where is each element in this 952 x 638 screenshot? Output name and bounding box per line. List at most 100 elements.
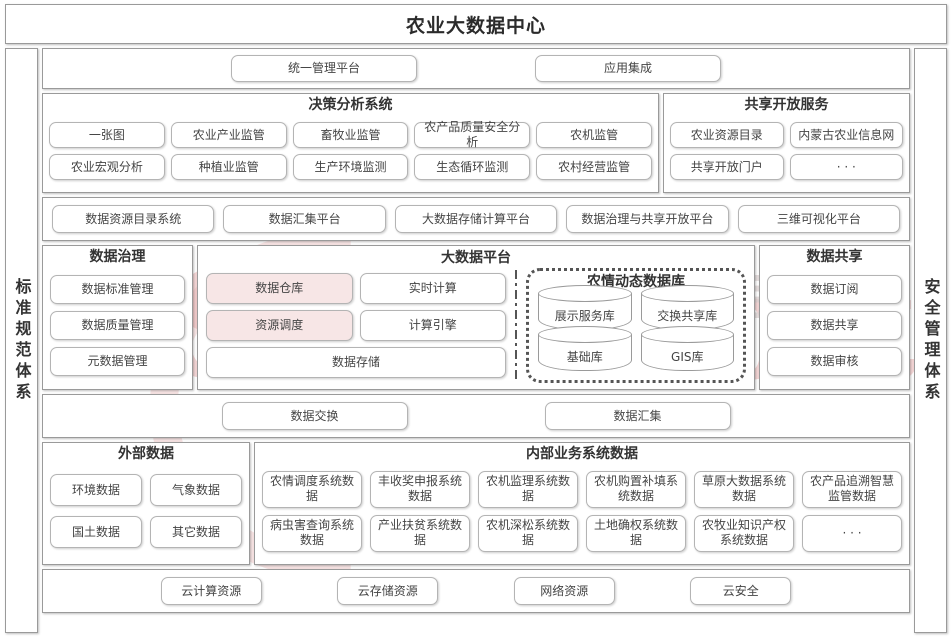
decision-item-rural-operation-supervision[interactable]: 农村经营监管 bbox=[536, 154, 652, 180]
shared-item-more-ellipsis[interactable]: · · · bbox=[789, 154, 903, 180]
bigdata-item-data-storage[interactable]: 数据存储 bbox=[206, 347, 506, 378]
data-exchange-button[interactable]: 数据交换 bbox=[221, 402, 408, 430]
platform-capability-row: 数据资源目录系统 数据汇集平台 大数据存储计算平台 数据治理与共享开放平台 三维… bbox=[42, 197, 910, 241]
data-governance-items: 数据标准管理 数据质量管理 元数据管理 bbox=[50, 267, 185, 383]
page-title: 农业大数据中心 bbox=[405, 14, 546, 37]
decision-item-product-quality-safety-analysis[interactable]: 农产品质量安全分析 bbox=[414, 120, 531, 149]
internal-business-data-items: 农情调度系统数据 丰收奖申报系统数据 农机监理系统数据 农机购置补填系统数据 草… bbox=[262, 464, 902, 558]
application-layer: 决策分析系统 一张图 农业产业监管 畜牧业监管 农产品质量安全分析 农机监管 农… bbox=[42, 93, 910, 193]
big-data-platform-content: 数据仓库 实时计算 资源调度 计算引擎 数据存储 农情动态数据库 bbox=[206, 268, 746, 383]
big-data-platform-title: 大数据平台 bbox=[441, 250, 511, 266]
internal-item-machinery-supervision-system-data[interactable]: 农机监理系统数据 bbox=[478, 470, 578, 508]
bigdata-item-resource-scheduling[interactable]: 资源调度 bbox=[206, 310, 353, 341]
internal-data-row-1: 农情调度系统数据 丰收奖申报系统数据 农机监理系统数据 农机购置补填系统数据 草… bbox=[262, 470, 902, 508]
decision-item-macro-analysis[interactable]: 农业宏观分析 bbox=[49, 154, 165, 180]
data-sharing-items: 数据订阅 数据共享 数据审核 bbox=[767, 267, 902, 383]
internal-item-harvest-award-declaration-system-data[interactable]: 丰收奖申报系统数据 bbox=[370, 470, 470, 508]
internal-item-machinery-deep-loosening-system-data[interactable]: 农机深松系统数据 bbox=[478, 514, 578, 552]
platform-item-data-collection-platform[interactable]: 数据汇集平台 bbox=[223, 205, 386, 233]
big-data-component-stack: 数据仓库 实时计算 资源调度 计算引擎 数据存储 bbox=[206, 268, 506, 383]
database-cylinder-exchange-sharing[interactable]: 交换共享库 bbox=[640, 285, 734, 330]
data-governance-panel: 数据治理 数据标准管理 数据质量管理 元数据管理 bbox=[42, 245, 193, 390]
decision-analysis-system-panel: 决策分析系统 一张图 农业产业监管 畜牧业监管 农产品质量安全分析 农机监管 农… bbox=[42, 93, 659, 193]
unified-management-platform-button[interactable]: 统一管理平台 bbox=[231, 55, 417, 82]
internal-item-machinery-purchase-subsidy-system-data[interactable]: 农机购置补填系统数据 bbox=[586, 470, 686, 508]
database-cylinder-gis-label: GIS库 bbox=[671, 350, 704, 364]
internal-data-row-2: 病虫害查询系统数据 产业扶贫系统数据 农机深松系统数据 土地确权系统数据 农牧业… bbox=[262, 514, 902, 552]
agri-dynamic-database-panel: 农情动态数据库 展示服务库 交换共享库 基础库 GIS库 bbox=[526, 268, 746, 383]
decision-analysis-system-title: 决策分析系统 bbox=[308, 97, 393, 113]
shared-services-row-2: 共享开放门户 · · · bbox=[670, 154, 903, 180]
database-cylinder-exchange-sharing-label: 交换共享库 bbox=[657, 309, 718, 323]
governance-item-data-standard-management[interactable]: 数据标准管理 bbox=[50, 274, 185, 304]
infra-item-cloud-storage-resource[interactable]: 云存储资源 bbox=[337, 577, 439, 605]
external-data-title: 外部数据 bbox=[118, 446, 174, 462]
external-item-land-data[interactable]: 国土数据 bbox=[50, 516, 142, 548]
internal-item-agri-animal-husbandry-ip-system-data[interactable]: 农牧业知识产权系统数据 bbox=[694, 514, 794, 552]
data-collection-button[interactable]: 数据汇集 bbox=[544, 402, 731, 430]
database-cylinder-gis[interactable]: GIS库 bbox=[640, 326, 734, 371]
decision-item-eco-cycle-monitoring[interactable]: 生态循环监测 bbox=[414, 154, 531, 180]
internal-item-land-rights-confirmation-system-data[interactable]: 土地确权系统数据 bbox=[586, 514, 686, 552]
data-governance-title: 数据治理 bbox=[89, 249, 146, 265]
platform-item-data-resource-catalog-system[interactable]: 数据资源目录系统 bbox=[52, 205, 215, 233]
decision-item-planting-supervision[interactable]: 种植业监管 bbox=[170, 154, 287, 180]
sharing-item-data-subscription[interactable]: 数据订阅 bbox=[767, 274, 902, 304]
decision-item-production-environment-monitoring[interactable]: 生产环境监测 bbox=[292, 154, 409, 180]
database-cylinder-base[interactable]: 基础库 bbox=[538, 326, 632, 371]
bigdata-item-data-warehouse[interactable]: 数据仓库 bbox=[206, 273, 353, 304]
internal-item-industry-poverty-alleviation-system-data[interactable]: 产业扶贫系统数据 bbox=[370, 514, 470, 552]
database-cylinder-display-service[interactable]: 展示服务库 bbox=[538, 285, 632, 330]
shared-item-agri-resource-catalog[interactable]: 农业资源目录 bbox=[670, 122, 784, 148]
internal-item-agri-dispatch-system-data[interactable]: 农情调度系统数据 bbox=[262, 470, 362, 508]
decision-item-one-map[interactable]: 一张图 bbox=[49, 122, 165, 148]
internal-item-product-traceability-smart-supervision-data[interactable]: 农产品追溯智慧监管数据 bbox=[802, 470, 902, 508]
shared-open-services-title: 共享开放服务 bbox=[744, 97, 829, 113]
left-sidebar-label: 标准规范体系 bbox=[12, 277, 32, 404]
data-exchange-row: 数据交换 数据汇集 bbox=[42, 394, 910, 438]
shared-services-items: 农业资源目录 内蒙古农业信息网 共享开放门户 · · · bbox=[670, 115, 903, 187]
infra-item-cloud-compute-resource[interactable]: 云计算资源 bbox=[160, 577, 262, 605]
infra-item-cloud-security[interactable]: 云安全 bbox=[690, 577, 792, 605]
platform-item-bigdata-storage-compute-platform[interactable]: 大数据存储计算平台 bbox=[394, 205, 558, 233]
shared-open-services-panel: 共享开放服务 农业资源目录 内蒙古农业信息网 共享开放门户 · · · bbox=[663, 93, 910, 193]
platform-item-data-governance-sharing-platform[interactable]: 数据治理与共享开放平台 bbox=[566, 205, 729, 233]
external-item-other-data[interactable]: 其它数据 bbox=[150, 516, 242, 548]
shared-item-open-portal[interactable]: 共享开放门户 bbox=[670, 154, 784, 180]
right-sidebar-security: 安全管理体系 bbox=[914, 48, 947, 633]
shared-item-inner-mongolia-agri-info-net[interactable]: 内蒙古农业信息网 bbox=[789, 122, 903, 148]
database-cylinder-base-label: 基础库 bbox=[566, 350, 603, 364]
bigdata-item-compute-engine[interactable]: 计算引擎 bbox=[359, 310, 506, 341]
diagram-body: 标准规范体系 统一管理平台 应用集成 决策分析系统 一张图 农业产业监管 畜牧业… bbox=[5, 48, 947, 633]
internal-item-pest-query-system-data[interactable]: 病虫害查询系统数据 bbox=[262, 514, 362, 552]
core-data-layer: 数据治理 数据标准管理 数据质量管理 元数据管理 大数据平台 数据仓库 实时计算 bbox=[42, 245, 910, 390]
external-item-meteorological-data[interactable]: 气象数据 bbox=[150, 474, 242, 506]
decision-item-agri-industry-supervision[interactable]: 农业产业监管 bbox=[170, 122, 287, 148]
internal-business-data-title: 内部业务系统数据 bbox=[526, 446, 638, 462]
infrastructure-row: 云计算资源 云存储资源 网络资源 云安全 bbox=[42, 569, 910, 613]
governance-item-data-quality-management[interactable]: 数据质量管理 bbox=[50, 310, 185, 340]
data-source-layer: 外部数据 环境数据 气象数据 国土数据 其它数据 内部业务系统数据 bbox=[42, 442, 910, 565]
big-data-platform-panel: 大数据平台 数据仓库 实时计算 资源调度 计算引擎 数据存储 bbox=[197, 245, 755, 390]
internal-item-grassland-bigdata-system-data[interactable]: 草原大数据系统数据 bbox=[694, 470, 794, 508]
external-item-environment-data[interactable]: 环境数据 bbox=[50, 474, 142, 506]
external-data-items: 环境数据 气象数据 国土数据 其它数据 bbox=[50, 464, 242, 558]
decision-item-livestock-supervision[interactable]: 畜牧业监管 bbox=[292, 122, 409, 148]
infra-item-network-resource[interactable]: 网络资源 bbox=[513, 577, 615, 605]
decision-item-machinery-supervision[interactable]: 农机监管 bbox=[536, 122, 652, 148]
shared-services-row-1: 农业资源目录 内蒙古农业信息网 bbox=[670, 122, 903, 148]
governance-item-metadata-management[interactable]: 元数据管理 bbox=[50, 346, 185, 376]
center-column: 统一管理平台 应用集成 决策分析系统 一张图 农业产业监管 畜牧业监管 农产品质… bbox=[42, 48, 910, 633]
decision-row-1: 一张图 农业产业监管 畜牧业监管 农产品质量安全分析 农机监管 bbox=[49, 120, 652, 149]
agri-database-cylinders: 展示服务库 交换共享库 基础库 GIS库 bbox=[538, 285, 734, 373]
internal-item-more-ellipsis[interactable]: · · · bbox=[802, 514, 902, 552]
sharing-item-data-share[interactable]: 数据共享 bbox=[767, 310, 902, 340]
dash-dot-divider bbox=[515, 270, 517, 381]
data-sharing-panel: 数据共享 数据订阅 数据共享 数据审核 bbox=[759, 245, 910, 390]
sharing-item-data-audit[interactable]: 数据审核 bbox=[767, 346, 902, 376]
platform-item-3d-visualization-platform[interactable]: 三维可视化平台 bbox=[737, 205, 901, 233]
application-integration-button[interactable]: 应用集成 bbox=[535, 55, 721, 82]
bigdata-item-realtime-compute[interactable]: 实时计算 bbox=[359, 273, 506, 304]
big-data-row-1: 数据仓库 实时计算 bbox=[206, 273, 506, 304]
